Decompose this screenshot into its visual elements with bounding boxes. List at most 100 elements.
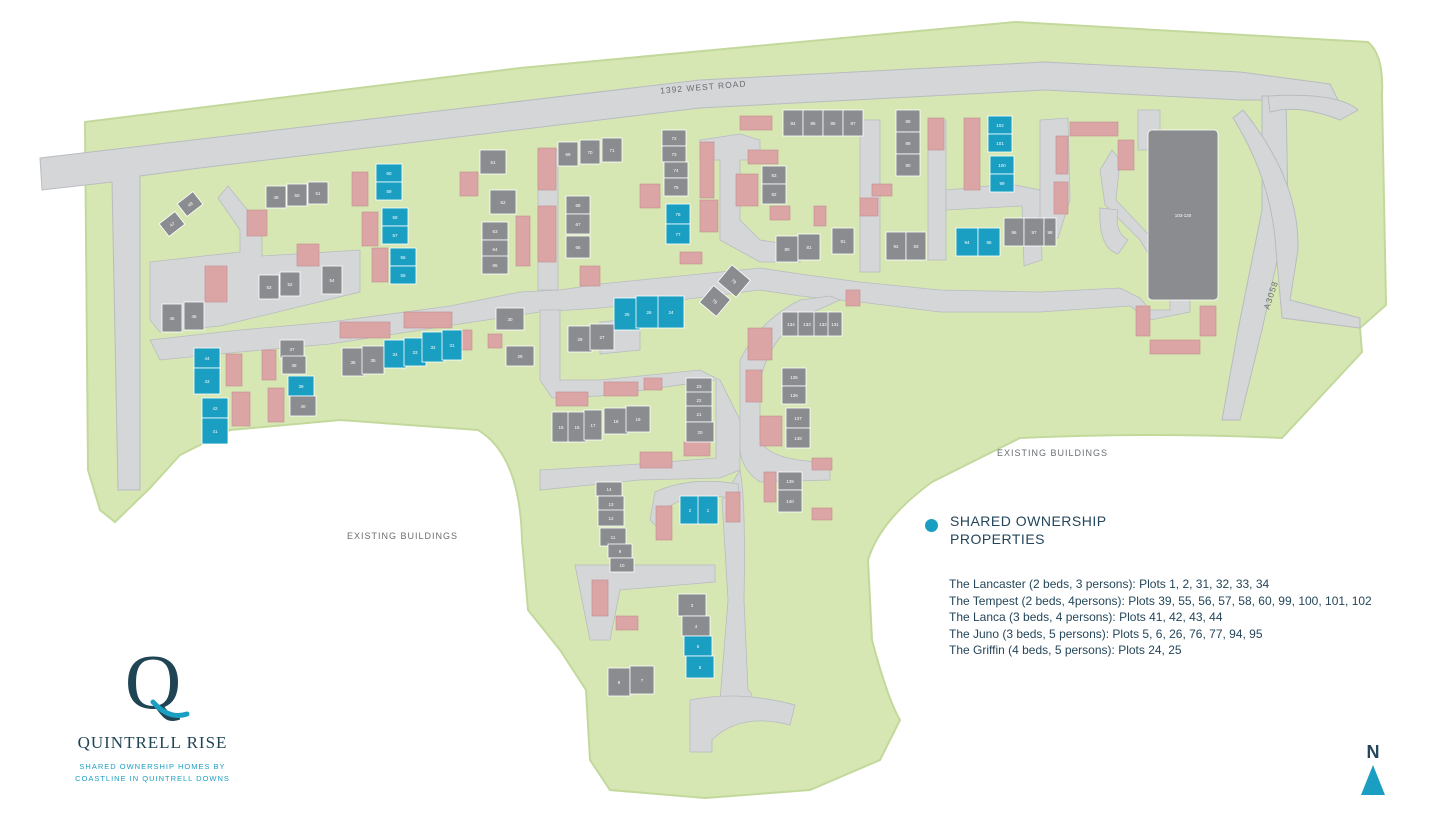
plot-number: 91 bbox=[840, 239, 846, 244]
plot-building bbox=[698, 284, 732, 318]
plot-44: 44 bbox=[193, 347, 221, 369]
plot-6: 6 bbox=[685, 655, 715, 679]
plot-building bbox=[905, 231, 927, 261]
plot-building bbox=[977, 227, 1001, 257]
plot-number: 47 bbox=[169, 221, 176, 228]
plot-92: 92 bbox=[885, 231, 907, 261]
plot-number: 31 bbox=[449, 343, 455, 348]
plot-number: 137 bbox=[794, 416, 802, 421]
plot-number: 96 bbox=[1011, 230, 1017, 235]
plot-84: 84 bbox=[782, 109, 804, 137]
plot-5: 5 bbox=[683, 635, 713, 657]
plot-number: 5 bbox=[697, 644, 700, 649]
plot-14: 14 bbox=[595, 481, 623, 497]
plot-building bbox=[481, 255, 509, 275]
plot-2: 2 bbox=[679, 495, 701, 525]
plot-57: 57 bbox=[381, 225, 409, 245]
legend-title-line1: SHARED OWNERSHIP bbox=[950, 513, 1107, 529]
plot-59: 59 bbox=[375, 181, 403, 201]
plot-72: 72 bbox=[661, 129, 687, 147]
plot-60: 60 bbox=[375, 163, 403, 183]
plot-37: 37 bbox=[279, 339, 305, 359]
plot-number: 50 bbox=[294, 193, 300, 198]
legend-row-lancaster: The Lancaster (2 beds, 3 persons): Plots… bbox=[949, 577, 1270, 591]
parking-bays bbox=[204, 115, 1217, 631]
plot-building bbox=[629, 665, 655, 695]
plot-76: 76 bbox=[665, 203, 691, 225]
plot-17: 17 bbox=[583, 409, 603, 441]
plot-number: 69 bbox=[565, 152, 571, 157]
plot-61: 61 bbox=[479, 149, 507, 175]
plot-number: 19 bbox=[635, 417, 641, 422]
plot-building bbox=[183, 301, 205, 331]
plot-number: 49 bbox=[273, 195, 279, 200]
legend-row-griffin: The Griffin (4 beds, 5 persons): Plots 2… bbox=[949, 643, 1182, 657]
plot-13: 13 bbox=[597, 495, 625, 513]
plot-83: 83 bbox=[761, 165, 787, 185]
plot-number: 34 bbox=[392, 352, 398, 357]
plot-50: 50 bbox=[286, 183, 308, 207]
plot-building bbox=[479, 149, 507, 175]
plot-96: 96 bbox=[1003, 217, 1025, 247]
plot-building bbox=[321, 265, 343, 295]
plot-building bbox=[279, 271, 301, 297]
plot-100: 100 bbox=[989, 155, 1015, 175]
plot-number: 93 bbox=[913, 244, 919, 249]
plot-137: 137 bbox=[785, 407, 811, 429]
plot-number: 32 bbox=[430, 345, 436, 350]
plot-78: 78 bbox=[698, 284, 732, 318]
brand-tagline: SHARED OWNERSHIP HOMES BY COASTLINE IN Q… bbox=[55, 761, 250, 785]
plot-building bbox=[441, 329, 463, 361]
plot-87: 87 bbox=[842, 109, 864, 137]
plot-71: 71 bbox=[601, 137, 623, 163]
plot-93: 93 bbox=[905, 231, 927, 261]
plot-21: 21 bbox=[685, 405, 713, 423]
plot-49: 49 bbox=[265, 185, 287, 209]
plot-building bbox=[381, 225, 409, 245]
plot-building bbox=[565, 213, 591, 235]
plot-36: 36 bbox=[341, 347, 365, 377]
plot-building bbox=[797, 233, 821, 261]
plot-90: 90 bbox=[895, 153, 921, 177]
plot-number: 63 bbox=[492, 229, 498, 234]
plot-building bbox=[557, 141, 579, 167]
plot-building bbox=[761, 183, 787, 205]
plot-135: 135 bbox=[781, 367, 807, 387]
legend-rows: The Lancaster (2 beds, 3 persons): Plots… bbox=[949, 576, 1435, 659]
plot-28: 28 bbox=[567, 325, 593, 353]
plot-building bbox=[567, 325, 593, 353]
plot-65: 65 bbox=[481, 255, 509, 275]
plot-number: 101 bbox=[996, 141, 1004, 146]
plot-number: 52 bbox=[287, 282, 293, 287]
legend-row-juno: The Juno (3 beds, 5 persons): Plots 5, 6… bbox=[949, 626, 1263, 641]
quintrell-monogram-icon: Q bbox=[124, 638, 189, 725]
plot-number: 59 bbox=[386, 189, 392, 194]
plot-number: 132 bbox=[819, 322, 827, 327]
plot-51: 51 bbox=[307, 181, 329, 205]
plot-66: 66 bbox=[565, 235, 591, 259]
plot-building bbox=[495, 307, 525, 331]
plot-building bbox=[158, 210, 186, 238]
plot-7: 7 bbox=[629, 665, 655, 695]
plot-building bbox=[307, 181, 329, 205]
plot-number: 22 bbox=[696, 398, 702, 403]
plot-41: 41 bbox=[201, 417, 229, 445]
legend-title: SHARED OWNERSHIP PROPERTIES bbox=[950, 512, 1107, 548]
plot-136: 136 bbox=[781, 385, 807, 405]
plot-number: 14 bbox=[606, 487, 612, 492]
plot-building bbox=[987, 133, 1013, 153]
plot-number: 86 bbox=[830, 121, 836, 126]
plot-number: 18 bbox=[613, 419, 619, 424]
plot-number: 13 bbox=[608, 502, 614, 507]
plot-building bbox=[583, 409, 603, 441]
plot-building bbox=[289, 395, 317, 417]
plot-number: 45 bbox=[169, 316, 175, 321]
plot-building bbox=[697, 495, 719, 525]
plot-building bbox=[579, 139, 601, 165]
plot-number: 99 bbox=[999, 181, 1005, 186]
plot-74: 74 bbox=[663, 161, 689, 179]
plot-56: 56 bbox=[389, 247, 417, 267]
plot-62: 62 bbox=[489, 189, 517, 215]
plot-103-120: 103-120 bbox=[1147, 129, 1219, 301]
